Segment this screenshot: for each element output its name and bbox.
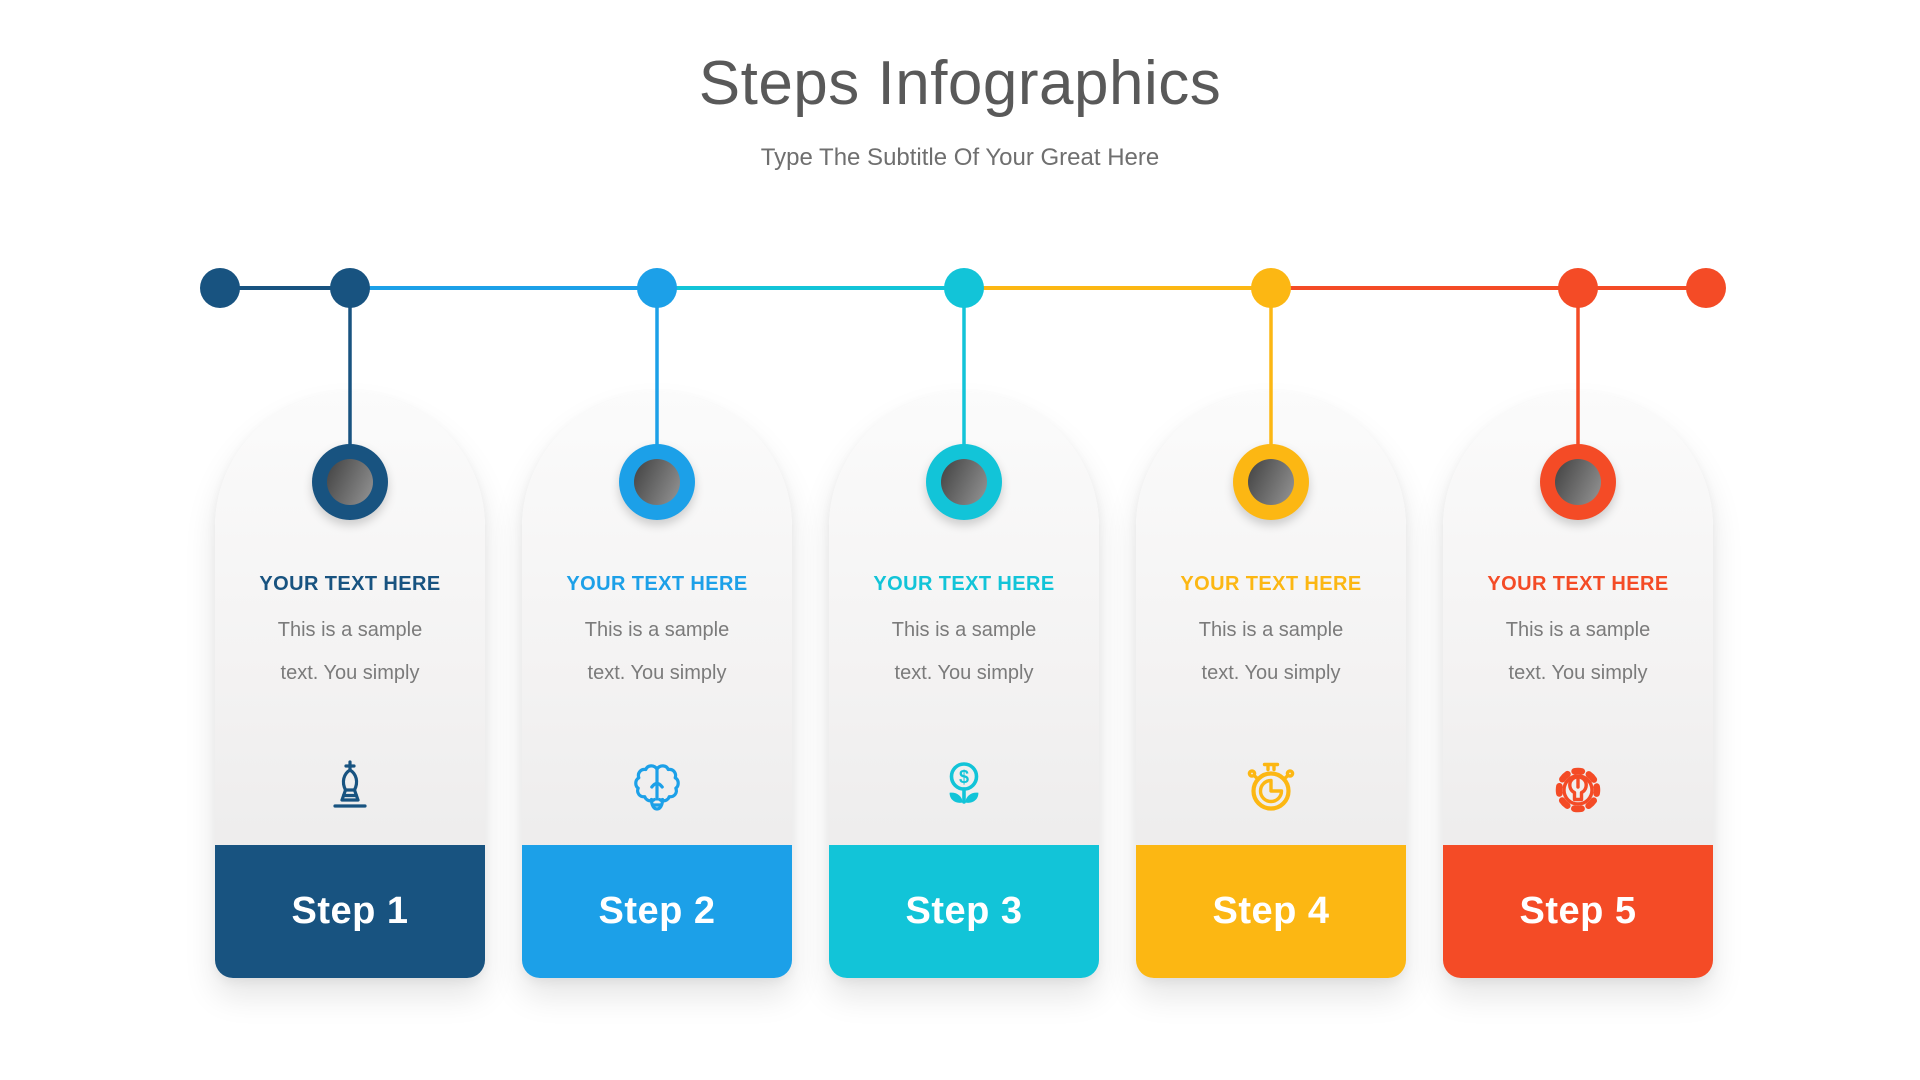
step5-knob <box>1540 444 1616 520</box>
timeline-dot-step3 <box>944 268 984 308</box>
step2-body-line2: text. You simply <box>587 662 727 684</box>
step4-footer: Step 4 <box>1136 845 1406 978</box>
brain-icon <box>522 757 792 821</box>
step2-body: This is a sample text. You simply <box>522 609 792 695</box>
timeline-dot-step4 <box>1251 268 1291 308</box>
step-card-3: YOUR TEXT HERE This is a sample text. Yo… <box>829 392 1099 978</box>
step3-body-line2: text. You simply <box>894 662 1034 684</box>
step5-body: This is a sample text. You simply <box>1443 609 1713 695</box>
step2-body-line1: This is a sample <box>584 619 730 641</box>
step5-body-line1: This is a sample <box>1505 619 1651 641</box>
step1-body: This is a sample text. You simply <box>215 609 485 695</box>
page-subtitle: Type The Subtitle Of Your Great Here <box>760 144 1160 171</box>
timeline-dot-step1 <box>330 268 370 308</box>
step1-heading: YOUR TEXT HERE <box>259 573 441 595</box>
step2-knob <box>619 444 695 520</box>
step-card-5: YOUR TEXT HERE This is a sample text. Yo… <box>1443 392 1713 978</box>
step4-body-line1: This is a sample <box>1198 619 1344 641</box>
step4-knob-inner <box>1248 459 1294 505</box>
step2-knob-inner <box>634 459 680 505</box>
step3-knob <box>926 444 1002 520</box>
step1-knob-inner <box>327 459 373 505</box>
step2-footer: Step 2 <box>522 845 792 978</box>
step5-body-line2: text. You simply <box>1508 662 1648 684</box>
step1-body-line2: text. You simply <box>280 662 420 684</box>
step3-body-line1: This is a sample <box>891 619 1037 641</box>
step-card-1: YOUR TEXT HERE This is a sample text. Yo… <box>215 392 485 978</box>
step3-knob-inner <box>941 459 987 505</box>
step4-body-line2: text. You simply <box>1201 662 1341 684</box>
step4-heading: YOUR TEXT HERE <box>1180 573 1362 595</box>
step-card-4: YOUR TEXT HERE This is a sample text. Yo… <box>1136 392 1406 978</box>
page-title: Steps Infographics <box>698 49 1222 118</box>
step3-footer: Step 3 <box>829 845 1099 978</box>
step4-body: This is a sample text. You simply <box>1136 609 1406 695</box>
gear-wrench-icon <box>1443 757 1713 821</box>
timeline-dot-step2 <box>637 268 677 308</box>
timeline-dot-step5 <box>1558 268 1598 308</box>
step1-knob <box>312 444 388 520</box>
step5-knob-inner <box>1555 459 1601 505</box>
step1-body-line1: This is a sample <box>277 619 423 641</box>
money-growth-icon: $ <box>829 757 1099 821</box>
chess-strategy-icon <box>215 757 485 821</box>
step1-footer: Step 1 <box>215 845 485 978</box>
svg-text:$: $ <box>959 767 969 787</box>
step3-body: This is a sample text. You simply <box>829 609 1099 695</box>
step4-knob <box>1233 444 1309 520</box>
timeline-end-dot <box>1686 268 1726 308</box>
step2-heading: YOUR TEXT HERE <box>566 573 748 595</box>
step5-footer: Step 5 <box>1443 845 1713 978</box>
step3-heading: YOUR TEXT HERE <box>873 573 1055 595</box>
step-card-2: YOUR TEXT HERE This is a sample text. Yo… <box>522 392 792 978</box>
step5-heading: YOUR TEXT HERE <box>1487 573 1669 595</box>
timeline-start-dot <box>200 268 240 308</box>
stopwatch-icon <box>1136 757 1406 821</box>
